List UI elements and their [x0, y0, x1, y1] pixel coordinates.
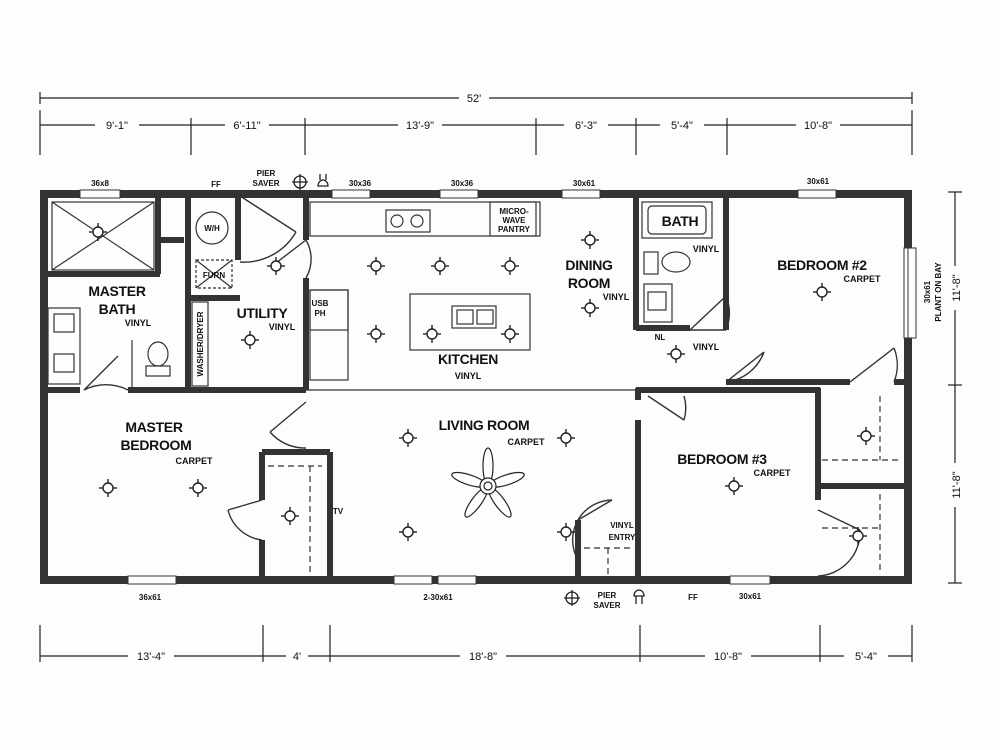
light-fixture-icon [281, 507, 299, 525]
pantry-label: PANTRY [498, 225, 531, 234]
master-bath-finish: VINYL [125, 318, 152, 328]
dining-finish: VINYL [603, 292, 630, 302]
dim-bottom-5: 5'-4" [855, 651, 877, 663]
windows [79, 189, 917, 585]
window-label-30x36-b: 30x36 [451, 179, 474, 188]
pier-saver-top-line1: PIER [257, 169, 276, 178]
dim-top-5: 5'-4" [671, 120, 693, 132]
light-fixture-icon [189, 479, 207, 497]
window-label-30x36-a: 30x36 [349, 179, 372, 188]
ff-label-top: FF [211, 180, 221, 189]
dim-top-3: 13'-9" [406, 120, 434, 132]
dining-title-line1: DINING [565, 257, 613, 273]
light-fixture-icon [399, 523, 417, 541]
light-fixture-icon [99, 479, 117, 497]
light-fixture-icon [423, 325, 441, 343]
furnace-label: FURN [203, 271, 225, 280]
light-fixture-icon [581, 299, 599, 317]
pier-saver-icons [292, 174, 645, 606]
bath-title: BATH [662, 213, 699, 229]
living-room-finish: CARPET [507, 437, 545, 447]
bay-window-label: PLANT ON BAY [934, 262, 943, 322]
master-bedroom-finish: CARPET [175, 456, 213, 466]
light-fixture-icon [241, 331, 259, 349]
pier-saver-bottom-line2: SAVER [594, 601, 621, 610]
fixtures [47, 201, 902, 576]
light-fixture-icon [501, 325, 519, 343]
usb-label: USB [312, 299, 329, 308]
window-label-2-30x61: 2-30x61 [423, 593, 453, 602]
pier-saver-top-line2: SAVER [253, 179, 280, 188]
dim-right-1: 11'-8" [951, 274, 963, 301]
light-fixture-icon [849, 527, 867, 545]
entry-label: ENTRY [609, 533, 636, 542]
dim-top-1: 9'-1" [106, 120, 128, 132]
dimension-lines [39, 92, 962, 662]
kitchen-title: KITCHEN [438, 351, 498, 367]
light-fixture-icon [725, 477, 743, 495]
light-fixture-icon [557, 523, 575, 541]
light-fixture-icon [267, 257, 285, 275]
dining-title-line2: ROOM [568, 275, 610, 291]
window-label-30x61-a: 30x61 [573, 179, 596, 188]
microwave-label-line2: WAVE [503, 216, 527, 225]
bay-window-size: 30x61 [923, 280, 932, 303]
utility-finish: VINYL [269, 322, 296, 332]
light-fixture-icon [89, 223, 107, 241]
dim-top-2: 6'-11" [233, 120, 260, 132]
living-room-title: LIVING ROOM [439, 417, 530, 433]
ceiling-fan-icon [451, 447, 525, 518]
entry-finish-label: VINYL [610, 521, 634, 530]
light-fixture-icon [367, 257, 385, 275]
dim-bottom-1: 13'-4" [137, 651, 165, 663]
light-fixture-icon [431, 257, 449, 275]
nightlight-label: NL [655, 333, 666, 342]
light-fixture-icon [581, 231, 599, 249]
bedroom3-title: BEDROOM #3 [677, 451, 767, 467]
light-fixture-icon [857, 427, 875, 445]
washer-dryer-label: WASHER/DRYER [196, 311, 205, 376]
window-label-30x61-b: 30x61 [807, 177, 830, 186]
light-fixtures [89, 223, 875, 545]
light-fixture-icon [399, 429, 417, 447]
utility-title: UTILITY [237, 305, 289, 321]
window-label-36x61: 36x61 [139, 593, 162, 602]
pier-saver-bottom-line1: PIER [598, 591, 617, 600]
master-bath-title-line2: BATH [99, 301, 136, 317]
dim-bottom-4: 10'-8" [714, 651, 742, 663]
interior-walls [44, 194, 908, 580]
microwave-label-line1: MICRO- [499, 207, 529, 216]
kitchen-finish: VINYL [455, 371, 482, 381]
bedroom3-finish: CARPET [753, 468, 791, 478]
bedroom2-finish: CARPET [843, 274, 881, 284]
window-label-36x8: 36x8 [91, 179, 109, 188]
dim-bottom-2: 4' [293, 651, 301, 663]
bedroom2-title: BEDROOM #2 [777, 257, 867, 273]
master-bedroom-title-line2: BEDROOM [120, 437, 191, 453]
master-bath-title-line1: MASTER [88, 283, 146, 299]
light-fixture-icon [367, 325, 385, 343]
window-label-30x61-c: 30x61 [739, 592, 762, 601]
light-fixture-icon [813, 283, 831, 301]
light-fixture-icon [501, 257, 519, 275]
water-heater-label: W/H [204, 224, 220, 233]
ff-label-bottom: FF [688, 593, 698, 602]
dim-top-4: 6'-3" [575, 120, 597, 132]
dim-right-2: 11'-8" [951, 471, 963, 498]
master-bedroom-title-line1: MASTER [125, 419, 183, 435]
hall-finish-label: VINYL [693, 342, 720, 352]
dim-bottom-3: 18'-8" [469, 651, 497, 663]
tv-label: TV [333, 507, 344, 516]
ph-label: PH [314, 309, 325, 318]
light-fixture-icon [557, 429, 575, 447]
dim-top-6: 10'-8" [804, 120, 832, 132]
light-fixture-icon [667, 345, 685, 363]
bath-finish: VINYL [693, 244, 720, 254]
overall-width-label: 52' [467, 93, 481, 105]
